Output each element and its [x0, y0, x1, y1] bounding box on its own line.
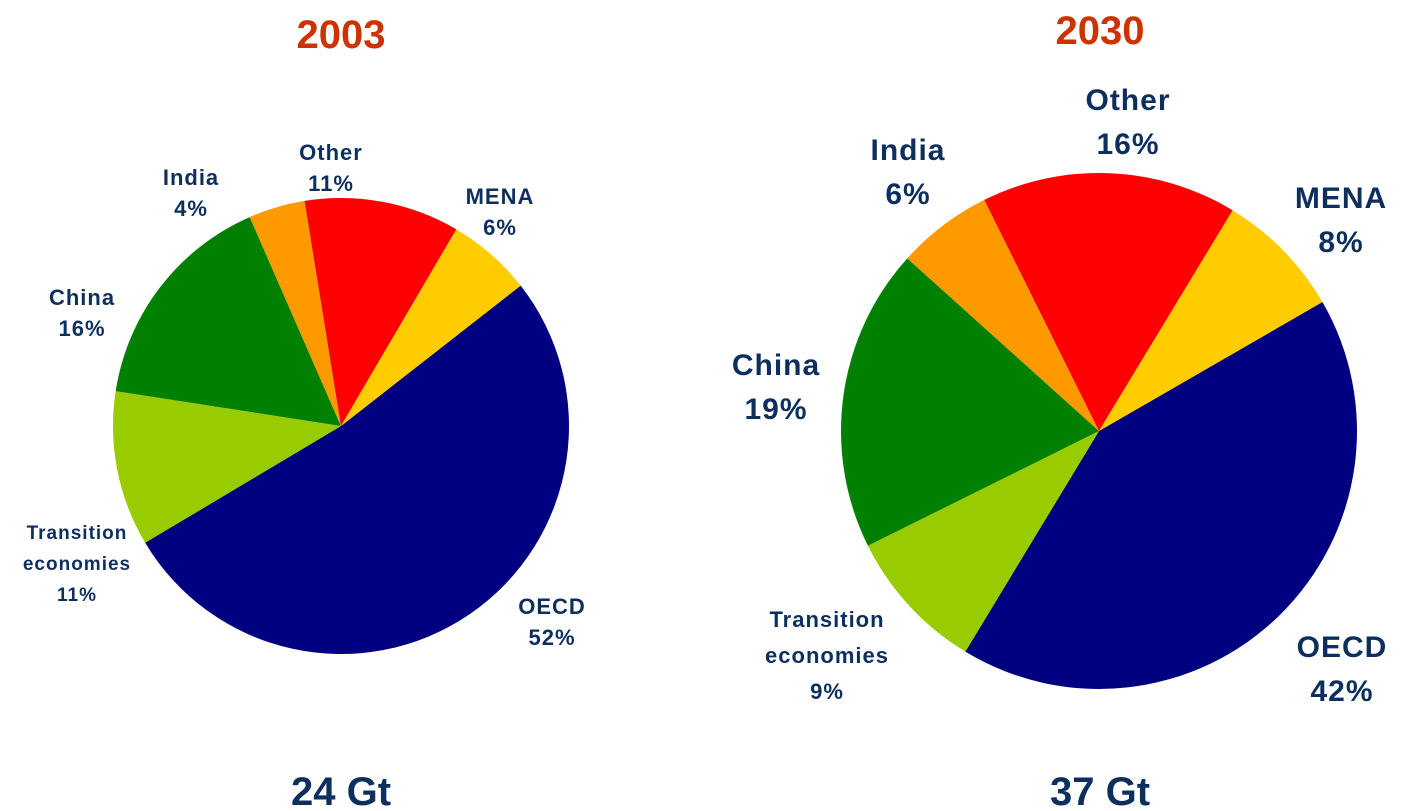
pie-slice-oecd-2003: [145, 285, 569, 654]
pie-slice-oecd-2030: [965, 302, 1357, 689]
pie-total-2030: 37 Gt: [1050, 770, 1150, 811]
pie-slice-transition-economies-2003: [112, 391, 341, 543]
pie-slice-other-2003: [304, 197, 457, 426]
pie-slice-china-2030: [841, 258, 1099, 546]
pie-slice-other-2030: [984, 173, 1233, 431]
pie-slice-india-2003: [249, 200, 341, 426]
pie-slice-transition-economies-2030: [867, 431, 1099, 652]
pie-slice-mena-2030: [1099, 210, 1323, 431]
pie-title-2003: 2003: [297, 13, 386, 57]
pie-slices-2030: [841, 173, 1357, 689]
pie-title-2030: 2030: [1056, 9, 1145, 53]
pie-slices-2003: [112, 197, 569, 654]
pie-slice-mena-2003: [341, 229, 521, 426]
pie-total-2003: 24 Gt: [291, 770, 391, 811]
pie-slice-india-2030: [907, 199, 1099, 431]
pie-slice-china-2003: [115, 217, 342, 426]
